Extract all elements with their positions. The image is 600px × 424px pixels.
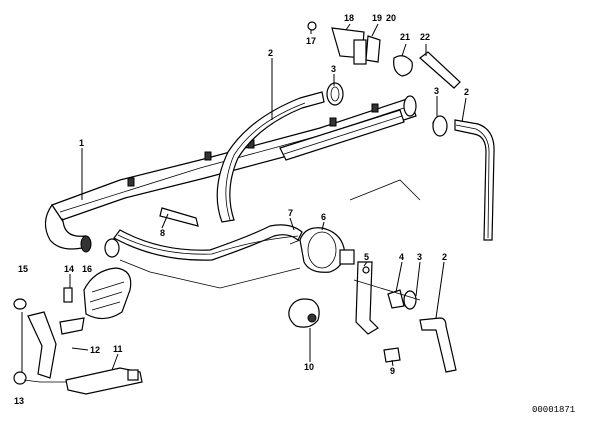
label-part-16: 16 [82,264,92,274]
label-part-5: 5 [364,252,369,262]
label-part-2-upper: 2 [268,48,273,58]
small-grommet [13,298,27,385]
label-part-12: 12 [90,345,100,355]
label-part-3-upper: 3 [331,64,336,74]
assembly-lines [23,179,421,383]
part-labels: 1 2 2 2 3 3 3 4 5 6 7 8 9 10 11 12 13 14… [14,13,469,406]
label-part-3-lower: 3 [417,252,422,262]
label-part-7: 7 [288,208,293,218]
label-part-17: 17 [306,36,316,46]
label-part-8: 8 [160,228,165,238]
lower-hose [113,207,303,261]
label-part-14: 14 [64,264,74,274]
label-part-2-right: 2 [464,87,469,97]
clamp-upper [326,82,344,106]
label-part-1: 1 [79,138,84,148]
label-part-9: 9 [390,366,395,376]
label-part-21: 21 [400,32,410,42]
drawing-code: 00001871 [532,405,575,415]
small-nut [383,347,401,363]
leader-lines [21,23,467,372]
label-part-18: 18 [344,13,354,23]
label-part-15: 15 [18,264,28,274]
label-part-2-lower: 2 [442,252,447,262]
label-part-3-right: 3 [434,86,439,96]
label-part-11: 11 [113,344,123,354]
top-valve-assembly [307,21,461,89]
bottom-plate [65,367,143,395]
bracket [355,261,379,335]
label-part-4: 4 [399,252,404,262]
left-bracket [27,311,85,379]
pressure-damper [299,227,355,273]
manifold-hose [279,109,405,161]
upper-hose [216,91,325,223]
label-part-20: 20 [386,13,396,23]
label-part-22: 22 [420,32,430,42]
left-mount-block [83,267,132,320]
label-part-13: 13 [14,396,24,406]
label-part-10: 10 [304,362,314,372]
right-hose [432,118,495,241]
rubber-mount [288,298,320,328]
elbow-hose [419,317,457,373]
label-part-19: 19 [372,13,382,23]
bolt-left [63,287,73,303]
clamp-right [432,115,448,137]
label-part-6: 6 [321,212,326,222]
small-clamp [403,290,417,310]
